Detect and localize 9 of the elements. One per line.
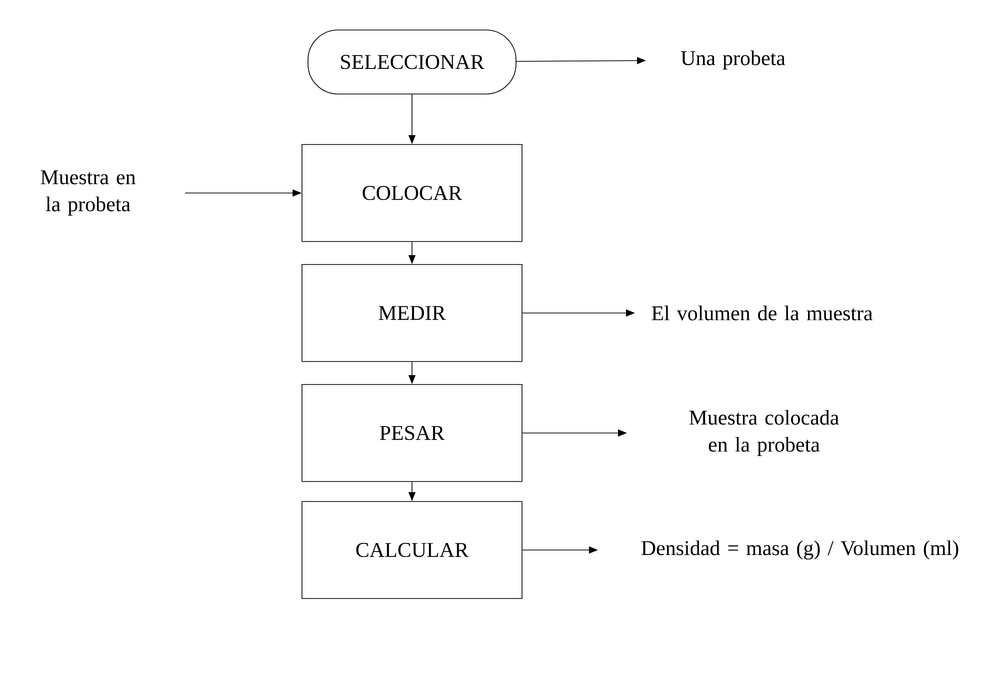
note-text: Densidad = masa (g) / Volumen (ml) (642, 540, 958, 560)
note-text: El volumen de la muestra (652, 306, 873, 320)
note-text: Muestra en la probeta (40, 170, 136, 216)
process-box: CALCULAR (302, 501, 522, 599)
note-text: Una probeta (680, 50, 786, 70)
process-box: COLOCAR (302, 144, 522, 242)
note-text: Muestra colocada en la probeta (689, 410, 839, 456)
process-box: PESAR (302, 384, 522, 482)
process-box: MEDIR (302, 264, 522, 362)
